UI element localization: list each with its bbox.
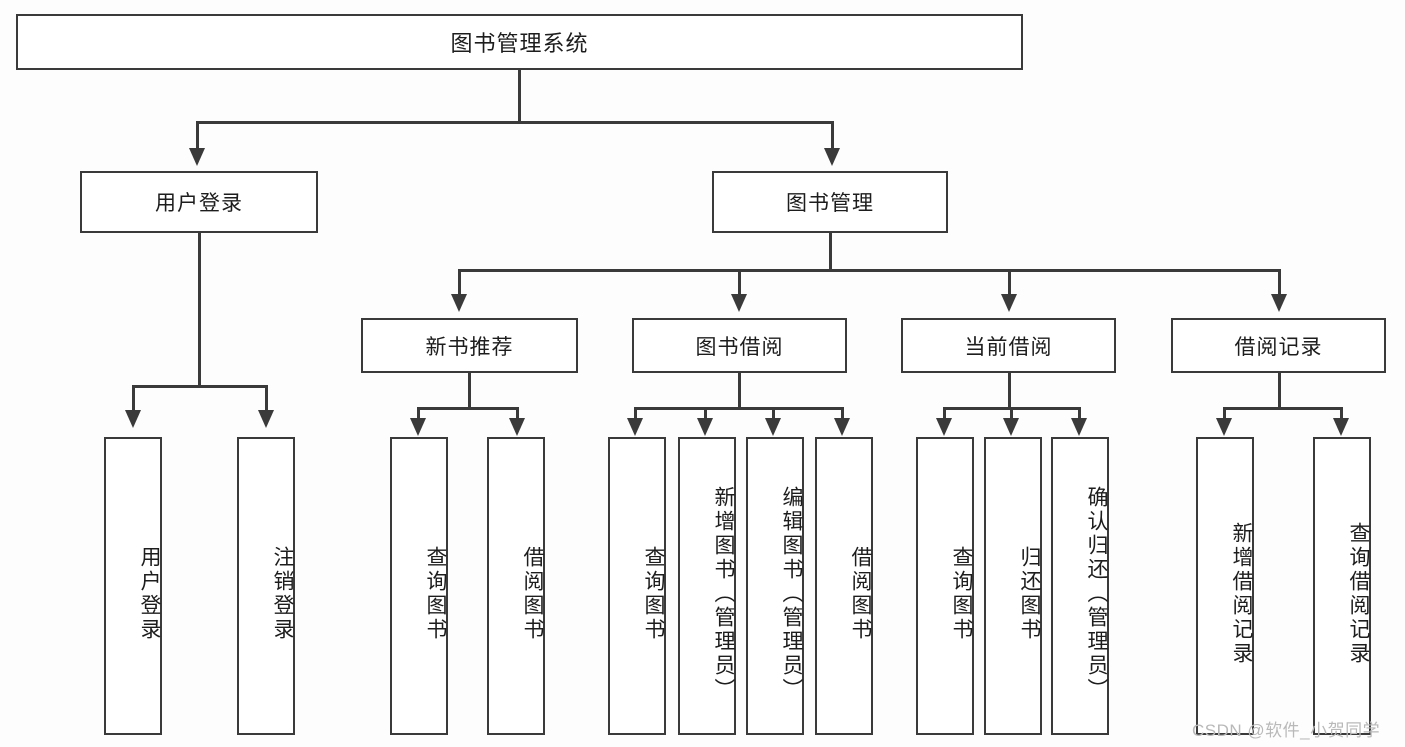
leaf-current-return-book[interactable]: 归还图书 bbox=[984, 437, 1042, 735]
arrowhead-icon bbox=[936, 418, 952, 436]
node-borrow-record[interactable]: 借阅记录 bbox=[1171, 318, 1386, 373]
leaf-logout[interactable]: 注销登录 bbox=[237, 437, 295, 735]
arrowhead-icon bbox=[697, 418, 713, 436]
connector-login-bus bbox=[132, 385, 267, 388]
arrowhead-icon bbox=[1071, 418, 1087, 436]
node-book-management[interactable]: 图书管理 bbox=[712, 171, 948, 233]
connector-newbook-stem bbox=[468, 373, 471, 409]
arrowhead-icon bbox=[834, 418, 850, 436]
connector-current-to-leaf-1 bbox=[943, 407, 946, 421]
arrowhead-icon bbox=[1216, 418, 1232, 436]
arrowhead-icon bbox=[824, 148, 840, 166]
arrowhead-icon bbox=[1001, 294, 1017, 312]
arrowhead-icon bbox=[1333, 418, 1349, 436]
leaf-newbook-borrow-book[interactable]: 借阅图书 bbox=[487, 437, 545, 735]
connector-bookmgmt-to-newbook bbox=[458, 269, 461, 297]
connector-bookmgmt-to-current bbox=[1008, 269, 1011, 297]
node-label: 图书管理系统 bbox=[450, 31, 589, 56]
connector-borrow-to-leaf-3 bbox=[772, 407, 775, 421]
node-label: 当前借阅 bbox=[964, 335, 1053, 359]
connector-login-to-leaf-2 bbox=[265, 385, 268, 413]
node-label: 编辑图书（管理员） bbox=[780, 486, 803, 702]
node-label: 新书推荐 bbox=[425, 335, 514, 359]
connector-record-bus bbox=[1223, 407, 1342, 410]
node-label: 新增图书（管理员） bbox=[712, 486, 735, 702]
node-current-borrow[interactable]: 当前借阅 bbox=[901, 318, 1116, 373]
node-label: 查询图书 bbox=[950, 546, 973, 642]
arrowhead-icon bbox=[731, 294, 747, 312]
arrowhead-icon bbox=[765, 418, 781, 436]
connector-root-stem bbox=[518, 70, 521, 122]
node-label: 图书管理 bbox=[786, 192, 874, 215]
connector-root-bus bbox=[196, 121, 834, 124]
connector-record-stem bbox=[1278, 373, 1281, 409]
node-label: 归还图书 bbox=[1018, 546, 1041, 642]
arrowhead-icon bbox=[189, 148, 205, 166]
leaf-record-add-record[interactable]: 新增借阅记录 bbox=[1196, 437, 1254, 735]
connector-bookmgmt-stem bbox=[829, 233, 832, 271]
arrowhead-icon bbox=[258, 410, 274, 428]
connector-current-stem bbox=[1008, 373, 1011, 409]
node-root-system[interactable]: 图书管理系统 bbox=[16, 14, 1023, 70]
node-label: 用户登录 bbox=[138, 546, 161, 642]
node-label: 借阅图书 bbox=[521, 546, 544, 642]
connector-login-stem bbox=[198, 233, 201, 386]
leaf-borrow-borrow-book[interactable]: 借阅图书 bbox=[815, 437, 873, 735]
connector-root-to-login bbox=[196, 121, 199, 151]
leaf-record-query-record[interactable]: 查询借阅记录 bbox=[1313, 437, 1371, 735]
node-label: 新增借阅记录 bbox=[1230, 522, 1253, 666]
watermark-text: CSDN @软件_小贺同学 bbox=[1192, 721, 1381, 740]
leaf-borrow-add-book-admin[interactable]: 新增图书（管理员） bbox=[678, 437, 736, 735]
leaf-current-confirm-return-admin[interactable]: 确认归还（管理员） bbox=[1051, 437, 1109, 735]
arrowhead-icon bbox=[451, 294, 467, 312]
connector-borrow-stem bbox=[738, 373, 741, 409]
leaf-borrow-edit-book-admin[interactable]: 编辑图书（管理员） bbox=[746, 437, 804, 735]
connector-current-to-leaf-3 bbox=[1078, 407, 1081, 421]
connector-newbook-bus bbox=[417, 407, 519, 410]
node-user-login[interactable]: 用户登录 bbox=[80, 171, 318, 233]
connector-record-to-leaf-2 bbox=[1340, 407, 1343, 421]
arrowhead-icon bbox=[125, 410, 141, 428]
connector-newbook-to-leaf-1 bbox=[417, 407, 420, 421]
arrowhead-icon bbox=[509, 418, 525, 436]
connector-borrow-to-leaf-4 bbox=[841, 407, 844, 421]
arrowhead-icon bbox=[410, 418, 426, 436]
arrowhead-icon bbox=[627, 418, 643, 436]
node-label: 查询借阅记录 bbox=[1347, 522, 1370, 666]
node-label: 用户登录 bbox=[155, 192, 243, 215]
connector-bookmgmt-to-record bbox=[1278, 269, 1281, 297]
node-label: 借阅图书 bbox=[849, 546, 872, 642]
node-label: 图书借阅 bbox=[695, 335, 784, 359]
node-label: 查询图书 bbox=[642, 546, 665, 642]
arrowhead-icon bbox=[1271, 294, 1287, 312]
node-book-borrow[interactable]: 图书借阅 bbox=[632, 318, 847, 373]
connector-login-to-leaf-1 bbox=[132, 385, 135, 413]
arrowhead-icon bbox=[1003, 418, 1019, 436]
connector-bookmgmt-to-borrow bbox=[738, 269, 741, 297]
connector-borrow-bus bbox=[634, 407, 842, 410]
node-label: 查询图书 bbox=[424, 546, 447, 642]
connector-current-to-leaf-2 bbox=[1010, 407, 1013, 421]
connector-root-to-bookmgmt bbox=[831, 121, 834, 151]
leaf-current-query-book[interactable]: 查询图书 bbox=[916, 437, 974, 735]
leaf-borrow-query-book[interactable]: 查询图书 bbox=[608, 437, 666, 735]
connector-borrow-to-leaf-2 bbox=[704, 407, 707, 421]
leaf-user-login[interactable]: 用户登录 bbox=[104, 437, 162, 735]
connector-bookmgmt-bus bbox=[458, 269, 1278, 272]
leaf-newbook-query-book[interactable]: 查询图书 bbox=[390, 437, 448, 735]
connector-newbook-to-leaf-2 bbox=[516, 407, 519, 421]
node-label: 借阅记录 bbox=[1234, 335, 1323, 359]
node-label: 注销登录 bbox=[271, 546, 294, 642]
connector-borrow-to-leaf-1 bbox=[634, 407, 637, 421]
connector-record-to-leaf-1 bbox=[1223, 407, 1226, 421]
node-label: 确认归还（管理员） bbox=[1085, 486, 1108, 702]
node-new-book-recommend[interactable]: 新书推荐 bbox=[361, 318, 578, 373]
